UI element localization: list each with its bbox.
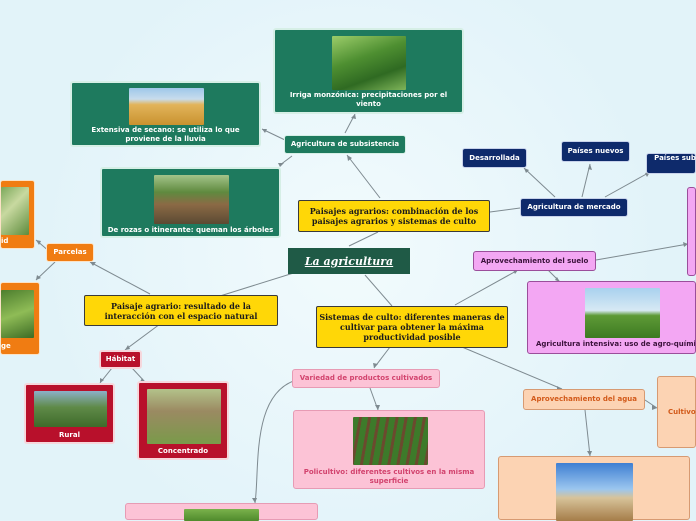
link-mercado-nuevos (581, 163, 591, 198)
irriga-label: Irriga monzónica: precipitaciones por el… (289, 91, 448, 108)
paises-sub-label: Países sub (654, 154, 696, 162)
agricultura-intensiva-node[interactable]: Agricultura intensiva: uso de agro-quími… (527, 281, 696, 354)
parcelas-left1-label: id (1, 237, 9, 245)
link-agua-cultivo (644, 399, 658, 409)
paises-nuevos-node[interactable]: Países nuevos (561, 141, 630, 162)
paises-nuevos-label: Países nuevos (567, 147, 624, 155)
bocage-image (1, 290, 34, 338)
concentrado-node[interactable]: Concentrado (137, 381, 229, 460)
variedad-productos-node[interactable]: Variedad de productos cultivados (292, 369, 440, 388)
link-mercado-sub (604, 171, 651, 198)
cultivo-node[interactable]: Cultivo (657, 376, 696, 448)
parcelas-left-top-node[interactable]: id (0, 180, 35, 249)
agricultura-subsistencia-node[interactable]: Agricultura de subsistencia (284, 135, 406, 154)
policultivo-node[interactable]: Policultivo: diferentes cultivos en la m… (293, 410, 485, 489)
paisaje-agrario-label: Paisaje agrario: resultado de la interac… (104, 300, 258, 321)
aprovechamiento-agua-node[interactable]: Aprovechamiento del agua (523, 389, 645, 410)
link-center-paisajes (348, 231, 379, 247)
agua-image-node[interactable] (498, 456, 690, 521)
paises-sub-node[interactable]: Países sub (646, 153, 696, 174)
agricultura-mercado-node[interactable]: Agricultura de mercado (520, 198, 628, 217)
aprovechamiento-agua-label: Aprovechamiento del agua (531, 395, 637, 403)
policultivo-label: Policultivo: diferentes cultivos en la m… (303, 468, 475, 485)
vegetable-rows-image (353, 417, 428, 465)
agricultura-subsistencia-label: Agricultura de subsistencia (290, 140, 400, 148)
extensiva-secano-node[interactable]: Extensiva de secano: se utiliza lo que p… (70, 81, 261, 147)
link-center-paisajeagrario (219, 270, 301, 297)
parcelas-left-bottom-node[interactable]: ge (0, 282, 40, 355)
desarrollada-node[interactable]: Desarrollada (462, 148, 527, 168)
rice-terrace-image (332, 36, 406, 90)
irrigated-parcels-image (1, 187, 29, 235)
agricultura-mercado-label: Agricultura de mercado (527, 203, 621, 211)
monocultivo-node[interactable] (125, 503, 318, 521)
central-topic[interactable]: La agricultura (288, 248, 410, 274)
link-mercado-desarrollada (523, 167, 556, 198)
aprovechamiento-suelo-node[interactable]: Aprovechamiento del suelo (473, 251, 596, 271)
rural-node[interactable]: Rural (24, 383, 115, 444)
parcelas-left2-label: ge (1, 342, 11, 350)
rural-label: Rural (59, 431, 80, 439)
link-suelo-right (595, 243, 689, 261)
link-paisajeagrario-habitat (124, 323, 161, 351)
sistemas-cultivo-node[interactable]: Sistemas de culto: diferentes maneras de… (316, 306, 508, 348)
irriga-monzonica-node[interactable]: Irriga monzónica: precipitaciones por el… (273, 28, 464, 114)
dry-field-image (556, 463, 633, 521)
desarrollada-label: Desarrollada (469, 153, 520, 162)
concentrado-label: Concentrado (157, 447, 209, 455)
paisajes-agrarios-label: Paisajes agrarios: combinación de los pa… (309, 206, 479, 226)
paisaje-agrario-node[interactable]: Paisaje agrario: resultado de la interac… (84, 295, 278, 326)
wheat-field-image (129, 88, 204, 125)
crop-duster-image (585, 288, 660, 338)
parcelas-label: Parcelas (53, 248, 87, 256)
rozas-itinerante-node[interactable]: De rozas o itinerante: queman los árbole… (100, 167, 281, 238)
paisajes-agrarios-node[interactable]: Paisajes agrarios: combinación de los pa… (298, 200, 490, 232)
violet-right-node[interactable] (687, 187, 696, 276)
link-center-sistemas (364, 274, 393, 307)
link-sistemas-agua (461, 346, 563, 390)
link-sistemas-suelo (454, 269, 519, 306)
link-variedad-bottom (254, 378, 301, 504)
rural-landscape-image (34, 391, 107, 427)
agricultura-intensiva-label: Agricultura intensiva: uso de agro-quími… (536, 340, 695, 348)
variedad-label: Variedad de productos cultivados (299, 374, 433, 382)
rozas-label: De rozas o itinerante: queman los árbole… (107, 226, 274, 234)
sistemas-cultivo-label: Sistemas de culto: diferentes maneras de… (319, 312, 505, 342)
aprovechamiento-suelo-label: Aprovechamiento del suelo (480, 256, 589, 265)
link-paisajeagrario-parcelas (89, 261, 151, 295)
habitat-node[interactable]: Hábitat (99, 350, 142, 369)
parcelas-node[interactable]: Parcelas (46, 243, 94, 262)
village-image (147, 389, 221, 444)
cultivo-label: Cultivo (668, 407, 696, 416)
extensiva-label: Extensiva de secano: se utiliza lo que p… (91, 126, 240, 143)
burned-forest-image (154, 175, 229, 224)
monoculture-image (184, 509, 259, 521)
link-paisajes-mercado (489, 207, 521, 213)
link-agua-bottom (584, 409, 591, 457)
central-topic-label: La agricultura (304, 254, 394, 268)
habitat-label: Hábitat (105, 355, 136, 363)
link-paisajes-subsistencia (346, 154, 381, 199)
